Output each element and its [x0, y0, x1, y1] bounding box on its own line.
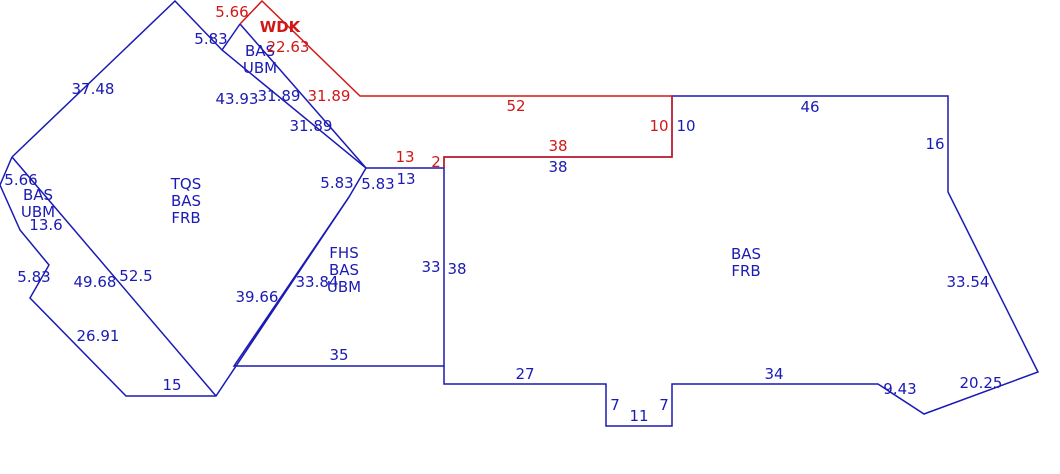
dim-13-6: 13.6: [29, 216, 62, 234]
dim-22-63: 22.63: [267, 38, 310, 56]
bas-ubm-left-divider: [11, 156, 217, 397]
dim-15: 15: [162, 376, 181, 394]
dim-38-blue: 38: [548, 158, 567, 176]
area-bas-ubm-top-line1: BAS: [245, 42, 275, 60]
dim-10-blue: 10: [676, 117, 695, 135]
dim-5-83-left: 5.83: [17, 268, 50, 286]
dim-7-b: 7: [659, 396, 669, 414]
dim-43-93: 43.93: [216, 90, 259, 108]
dim-34: 34: [764, 365, 783, 383]
dim-13-blue: 13: [396, 170, 415, 188]
dim-5-83-a: 5.83: [320, 174, 353, 192]
dim-5-83-top: 5.83: [194, 30, 227, 48]
dim-13-red: 13: [395, 148, 414, 166]
area-bas-ubm-left-line2: UBM: [21, 203, 55, 221]
area-bas-ubm-left-line1: BAS: [23, 186, 53, 204]
area-tqs-line1: TQS: [170, 175, 202, 193]
dim-39-66: 39.66: [236, 288, 279, 306]
area-tqs-line2: BAS: [171, 192, 201, 210]
dim-11: 11: [629, 407, 648, 425]
area-fhs-line2: BAS: [329, 261, 359, 279]
dim-26-91: 26.91: [77, 327, 120, 345]
dim-38-mid: 38: [447, 260, 466, 278]
dim-37-48: 37.48: [72, 80, 115, 98]
dim-33: 33: [421, 258, 440, 276]
dim-9-43: 9.43: [883, 380, 916, 398]
bas-ubm-top-inner-edge: [239, 23, 367, 169]
dim-5-66-top: 5.66: [215, 3, 248, 21]
area-bas-frb-line2: FRB: [731, 262, 760, 280]
dim-5-66-left: 5.66: [4, 171, 37, 189]
dim-16: 16: [925, 135, 944, 153]
tqs-outline: [0, 0, 367, 397]
dim-10-red: 10: [649, 117, 668, 135]
dim-5-83-b: 5.83: [361, 175, 394, 193]
area-wdk: WDK: [260, 18, 302, 36]
area-tqs-line3: FRB: [171, 209, 200, 227]
area-fhs-line3: UBM: [327, 278, 361, 296]
dim-33-84: 33.84: [296, 273, 339, 291]
dim-49-68: 49.68: [74, 273, 117, 291]
area-bas-ubm-top-line2: UBM: [243, 59, 277, 77]
area-bas-frb-line1: BAS: [731, 245, 761, 263]
area-fhs-line1: FHS: [329, 244, 358, 262]
dim-52: 52: [506, 97, 525, 115]
dim-31-89-red: 31.89: [308, 87, 351, 105]
wdk-outline: [239, 0, 673, 168]
dim-27: 27: [515, 365, 534, 383]
dim-31-89-blue: 31.89: [258, 87, 301, 105]
dim-7-a: 7: [610, 396, 620, 414]
dim-52-5: 52.5: [119, 267, 152, 285]
bas-ubm-top-divider: [221, 23, 241, 51]
dim-35: 35: [329, 346, 348, 364]
dim-31-89-diag: 31.89: [290, 117, 333, 135]
dim-38-red: 38: [548, 137, 567, 155]
dim-33-54: 33.54: [947, 273, 990, 291]
dim-20-25: 20.25: [960, 374, 1003, 392]
dim-2: 2: [431, 153, 441, 171]
dim-46: 46: [800, 98, 819, 116]
